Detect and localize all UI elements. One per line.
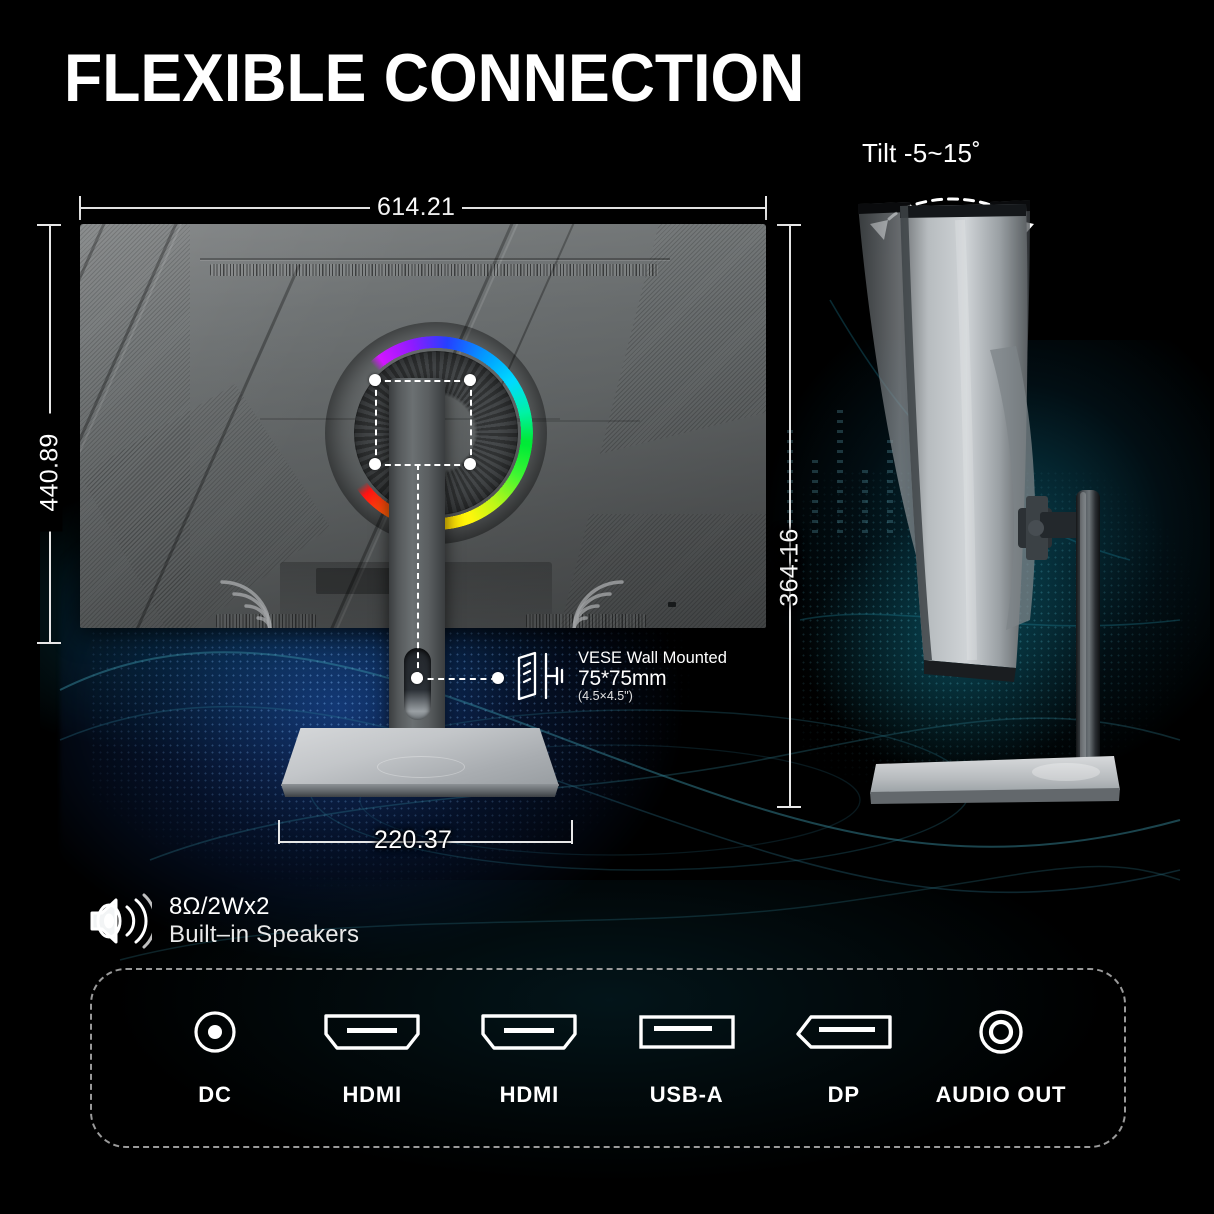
dim-label-width: 614.21 <box>370 195 463 220</box>
dim-label-sideheight: 364.16 <box>775 528 804 607</box>
vesa-dot-bottom-left <box>369 458 381 470</box>
tilt-label: Tilt -5~15˚ <box>862 138 981 168</box>
stand-base-pivot-ring <box>377 756 465 778</box>
speaker-description: Built–in Speakers <box>169 921 360 949</box>
wall-mount-icon <box>517 651 564 701</box>
port-dc[interactable]: DC <box>140 1008 290 1108</box>
tilt-position-main <box>900 204 1036 682</box>
port-usb-a[interactable]: USB-A <box>612 1008 762 1108</box>
vesa-dash-top <box>375 380 470 382</box>
usb-a-port-icon <box>638 1008 736 1056</box>
vesa-leader-dot-start <box>411 672 423 684</box>
vesa-dash-bottom <box>375 464 470 466</box>
vesa-leader-vertical <box>417 464 419 678</box>
vesa-callout: VESE Wall Mounted 75*75mm (4.5×4.5") <box>513 649 727 704</box>
hdmi-port-icon <box>480 1008 578 1056</box>
page-title: FLEXIBLE CONNECTION <box>64 40 805 116</box>
stand-base-front <box>281 784 559 797</box>
port-label-audio-out: AUDIO OUT <box>935 1082 1067 1107</box>
vesa-dot-bottom-right <box>464 458 476 470</box>
ports-row: DC HDMI HDMI <box>92 970 1124 1146</box>
port-label-usb-a: USB-A <box>649 1082 724 1107</box>
port-dp[interactable]: DP <box>769 1008 919 1108</box>
hdmi-port-icon <box>323 1008 421 1056</box>
vesa-size: 75*75mm <box>578 666 667 690</box>
vesa-dot-top-right <box>464 374 476 386</box>
port-hdmi-2[interactable]: HDMI <box>454 1008 604 1108</box>
speaker-wave-icon-left <box>220 580 272 628</box>
speaker-icon <box>90 893 152 949</box>
tilt-hinge-bracket <box>1018 496 1080 560</box>
speaker-rating: 8Ω/2Wx2 <box>169 893 270 920</box>
vesa-size-inches: (4.5×4.5") <box>578 689 633 704</box>
speaker-spec: 8Ω/2Wx2 Built–in Speakers <box>86 893 359 950</box>
dim-label-depth: 220.37 <box>374 826 453 854</box>
vesa-leader-horizontal <box>417 678 497 680</box>
rear-vent-strip <box>210 264 658 276</box>
ports-panel: DC HDMI HDMI <box>90 968 1126 1148</box>
stand-post <box>1076 490 1100 782</box>
port-label-hdmi-2: HDMI <box>499 1082 560 1107</box>
monitor-side-view <box>840 190 1150 810</box>
dim-line-sideheight <box>789 224 791 807</box>
dim-tick-depth-left <box>278 820 280 844</box>
port-label-hdmi-1: HDMI <box>342 1082 402 1107</box>
vesa-dash-left <box>375 380 377 465</box>
audio-jack-icon <box>977 1008 1025 1056</box>
dim-line-depth <box>278 841 572 843</box>
port-audio-out[interactable]: AUDIO OUT <box>926 1008 1076 1108</box>
vesa-dot-top-left <box>369 374 381 386</box>
vesa-leader-dot-end <box>492 672 504 684</box>
side-view-illustration <box>858 200 1120 804</box>
displayport-icon <box>795 1008 893 1056</box>
dim-tick-depth-right <box>571 820 573 844</box>
port-label-dc: DC <box>198 1082 232 1107</box>
port-label-dp: DP <box>827 1082 860 1107</box>
port-hdmi-1[interactable]: HDMI <box>297 1008 447 1108</box>
dc-jack-icon <box>192 1008 238 1056</box>
side-stand-base <box>870 756 1120 804</box>
dim-label-height: 440.89 <box>36 413 64 532</box>
vesa-dash-right <box>470 380 472 465</box>
stand-base <box>281 728 559 800</box>
speaker-wave-icon-right <box>572 580 624 628</box>
vesa-title: VESE Wall Mounted <box>578 649 727 667</box>
